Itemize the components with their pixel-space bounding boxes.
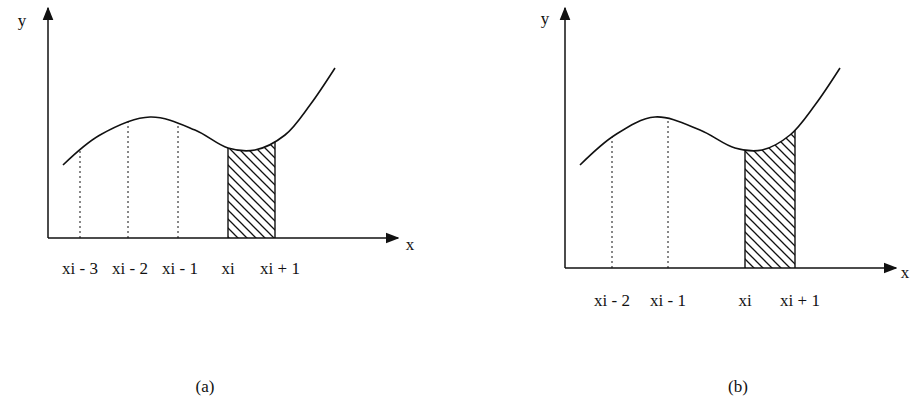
ordinate-line bbox=[612, 137, 613, 268]
point-label: xi bbox=[221, 260, 234, 277]
point-label: xi + 1 bbox=[780, 292, 820, 309]
point-label: xi - 1 bbox=[650, 292, 686, 309]
function-curve bbox=[580, 68, 840, 165]
axis-label: y bbox=[541, 10, 550, 27]
strip-edge bbox=[794, 130, 795, 268]
ordinate-line bbox=[178, 123, 179, 238]
axis-label: y bbox=[18, 12, 27, 29]
strip-edge bbox=[227, 148, 228, 238]
ordinate-line bbox=[668, 118, 669, 268]
strip-edge bbox=[274, 142, 275, 238]
axis-label: x bbox=[901, 264, 910, 281]
strip-edge bbox=[744, 150, 745, 268]
ordinate-line bbox=[80, 150, 81, 238]
point-label: xi bbox=[738, 292, 751, 309]
axis-label: x bbox=[406, 236, 415, 253]
y-axis bbox=[564, 8, 566, 268]
point-label: xi - 2 bbox=[112, 260, 148, 277]
point-label: xi - 1 bbox=[162, 260, 198, 277]
point-label: xi - 2 bbox=[594, 292, 630, 309]
ordinate-line bbox=[128, 122, 129, 238]
panel-label: (a) bbox=[196, 378, 215, 395]
point-label: xi - 3 bbox=[62, 260, 98, 277]
x-axis bbox=[48, 237, 398, 239]
panel-label: (b) bbox=[728, 378, 748, 395]
hatched-area bbox=[745, 68, 795, 268]
point-label: xi + 1 bbox=[260, 260, 300, 277]
function-curve bbox=[63, 68, 335, 165]
x-axis bbox=[565, 267, 896, 269]
y-axis bbox=[47, 8, 49, 238]
hatched-area bbox=[228, 68, 275, 238]
